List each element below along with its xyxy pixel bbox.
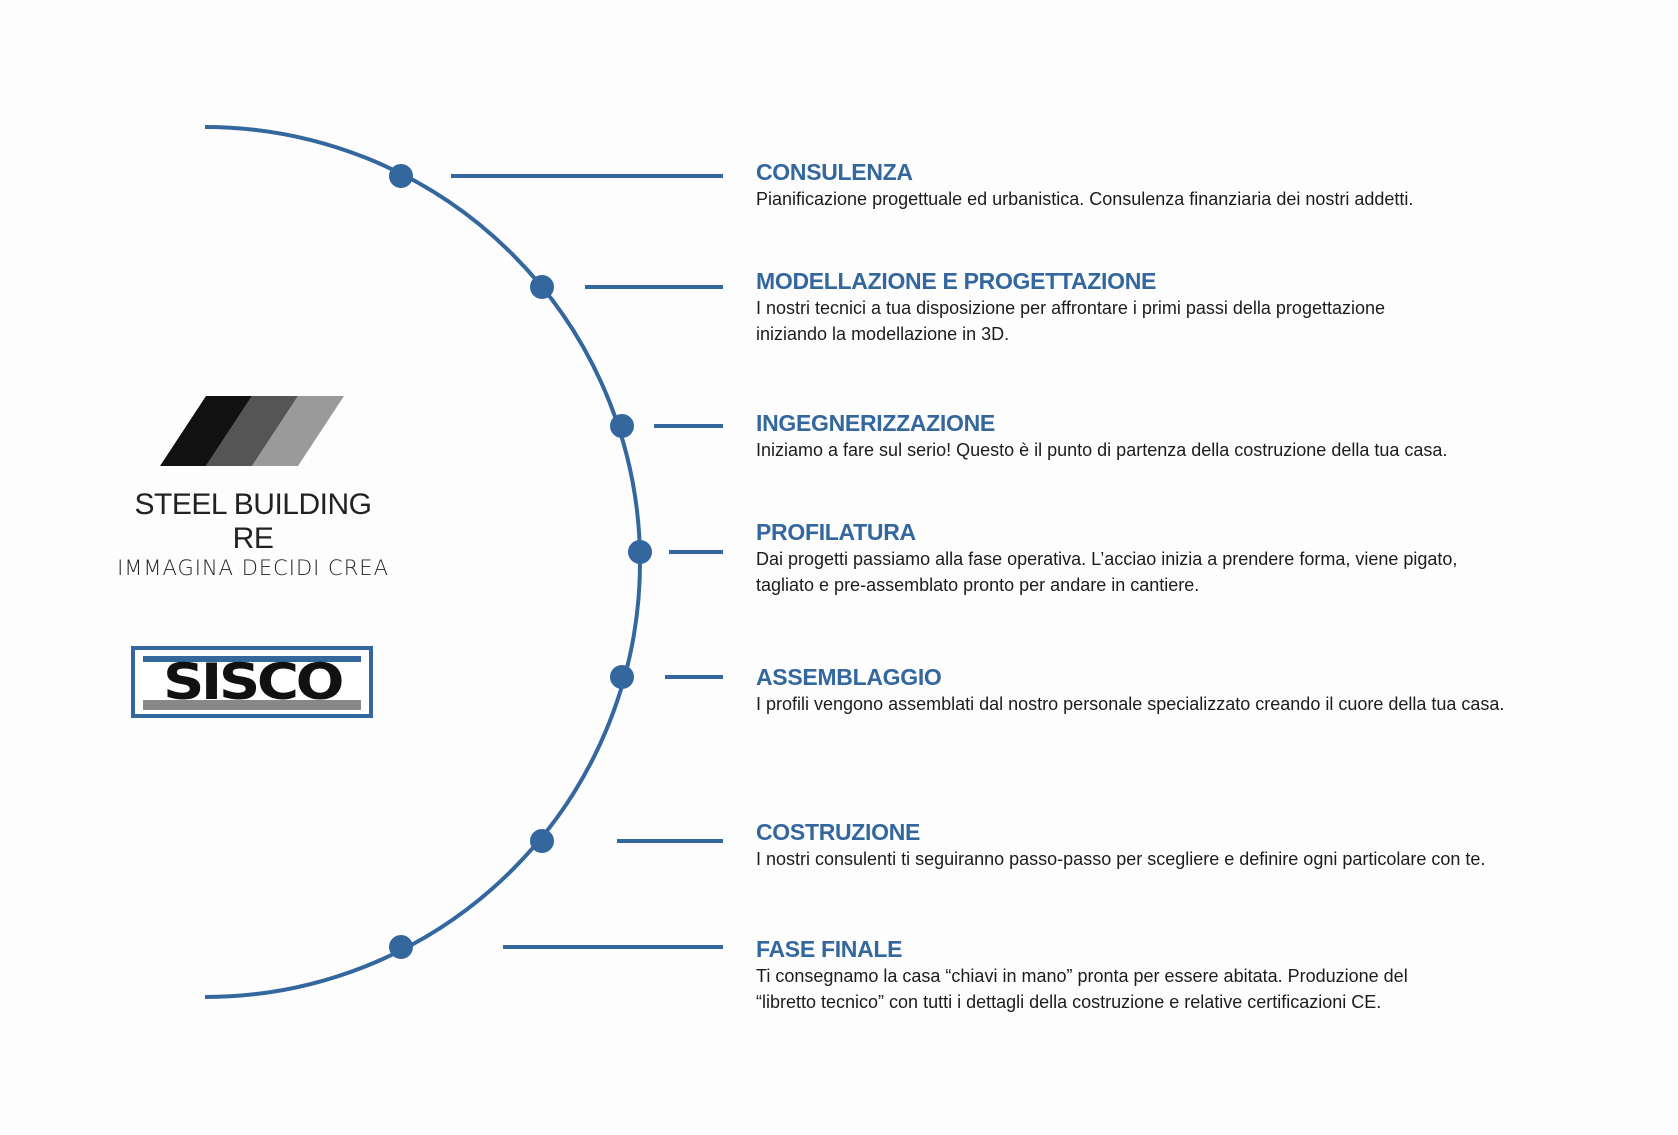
step-title: FASE FINALE bbox=[756, 936, 903, 962]
step-dot bbox=[530, 275, 554, 299]
step-title: MODELLAZIONE E PROGETTAZIONE bbox=[756, 268, 1157, 294]
step-dot bbox=[610, 665, 634, 689]
step-modellazione: MODELLAZIONE E PROGETTAZIONE I nostri tec… bbox=[756, 267, 1656, 347]
step-dot bbox=[530, 829, 554, 853]
step-title: ASSEMBLAGGIO bbox=[756, 664, 942, 690]
step-title: INGEGNERIZZAZIONE bbox=[756, 410, 995, 436]
brand-name: STEEL BUILDING RE bbox=[134, 488, 372, 555]
sisco-logo-text: SISCO bbox=[162, 653, 345, 711]
step-title: PROFILATURA bbox=[756, 519, 916, 545]
brand-slogan: IMMAGINA DECIDI CREA bbox=[117, 556, 389, 580]
step-description: I nostri tecnici a tua disposizione per … bbox=[756, 298, 1386, 344]
step-dot bbox=[610, 414, 634, 438]
steel-building-logo: STEEL BUILDING RE IMMAGINA DECIDI CREA bbox=[112, 488, 394, 580]
step-dot bbox=[389, 164, 413, 188]
step-description: I profili vengono assemblati dal nostro … bbox=[756, 694, 1505, 714]
step-description: Ti consegnamo la casa “chiavi in mano” p… bbox=[756, 966, 1408, 1012]
step-ingegnerizzazione: INGEGNERIZZAZIONE Iniziamo a fare sul ser… bbox=[756, 409, 1656, 463]
step-dot bbox=[389, 935, 413, 959]
step-description: Pianificazione progettuale ed urbanistic… bbox=[756, 189, 1414, 209]
step-title: CONSULENZA bbox=[756, 159, 913, 185]
sisco-logo: SISCO bbox=[131, 646, 373, 718]
step-description: Dai progetti passiamo alla fase operativ… bbox=[756, 549, 1458, 595]
step-costruzione: COSTRUZIONE I nostri consulenti ti seguir… bbox=[756, 818, 1656, 872]
step-assemblaggio: ASSEMBLAGGIO I profili vengono assemblati… bbox=[756, 663, 1656, 717]
step-fase-finale: FASE FINALE Ti consegnamo la casa “chiavi… bbox=[756, 935, 1656, 1015]
step-dot bbox=[628, 540, 652, 564]
step-profilatura: PROFILATURA Dai progetti passiamo alla fa… bbox=[756, 518, 1656, 598]
step-title: COSTRUZIONE bbox=[756, 819, 921, 845]
step-consulenza: CONSULENZA Pianificazione progettuale ed … bbox=[756, 158, 1656, 212]
step-description: Iniziamo a fare sul serio! Questo è il p… bbox=[756, 440, 1448, 460]
step-description: I nostri consulenti ti seguiranno passo-… bbox=[756, 849, 1486, 869]
steel-building-logo-stripes bbox=[160, 396, 344, 466]
